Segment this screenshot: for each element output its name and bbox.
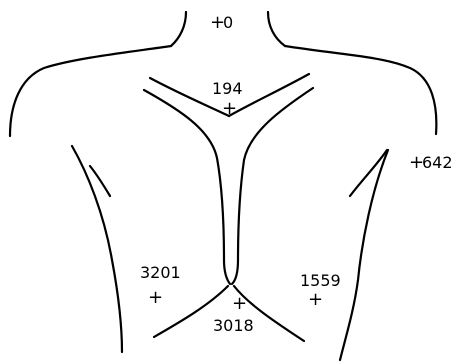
- sternum-lower-marker: +: [232, 293, 247, 314]
- right-shoulder-value: 642: [422, 153, 453, 172]
- left-chest-value: 1559: [300, 271, 341, 290]
- sternum-right-line: [232, 88, 313, 284]
- neck-value: 0: [223, 13, 233, 32]
- right-side-line: [340, 150, 388, 360]
- sternum-left-line: [144, 90, 230, 284]
- left-chest-marker: +: [308, 289, 323, 310]
- sternum-lower-value: 3018: [213, 316, 254, 335]
- right-chest-value: 3201: [140, 263, 181, 282]
- neck-right-line: [268, 12, 285, 46]
- right-armpit-line: [350, 150, 387, 196]
- sternal-notch-marker: +: [222, 98, 237, 119]
- right-shoulder-line: [285, 46, 436, 134]
- right-chest-marker: +: [148, 287, 163, 308]
- sternal-notch-value: 194: [212, 79, 243, 98]
- neck-left-line: [171, 12, 186, 46]
